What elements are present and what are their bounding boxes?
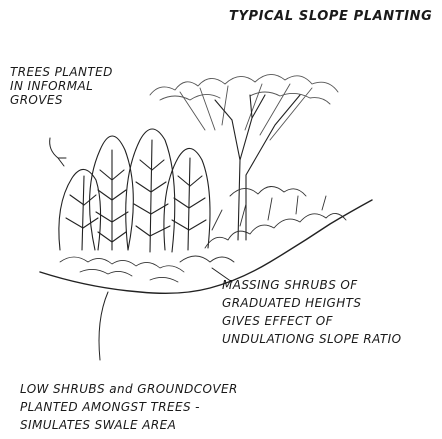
shrubs-label: MASSING SHRUBS OF GRADUATED HEIGHTS GIVE… xyxy=(222,276,401,348)
trees-label-line-1: TREES PLANTED xyxy=(10,65,113,79)
columnar-tree-group xyxy=(59,129,210,252)
groundcover-label-line-1: LOW SHRUBS and GROUNDCOVER xyxy=(20,380,238,398)
trees-label: TREES PLANTED IN INFORMAL GROVES xyxy=(10,65,113,107)
shrubs-label-line-3: GIVES EFFECT OF xyxy=(222,312,401,330)
trees-label-line-2: IN INFORMAL xyxy=(10,79,113,93)
groundcover-band xyxy=(60,257,184,282)
groundcover-label: LOW SHRUBS and GROUNDCOVER PLANTED AMONG… xyxy=(20,380,238,434)
groundcover-label-line-2: PLANTED AMONGST TREES - xyxy=(20,398,238,416)
trees-label-line-3: GROVES xyxy=(10,93,113,107)
deciduous-tree-trunk xyxy=(215,95,300,240)
deciduous-tree-canopy xyxy=(150,74,338,140)
groundcover-label-line-3: SIMULATES SWALE AREA xyxy=(20,416,238,434)
shrubs-label-line-4: UNDULATIONG SLOPE RATIO xyxy=(222,330,401,348)
leader-trees xyxy=(50,138,66,166)
shrubs-label-line-2: GRADUATED HEIGHTS xyxy=(222,294,401,312)
leader-groundcover xyxy=(99,292,108,360)
page-title: TYPICAL SLOPE PLANTING xyxy=(229,10,432,24)
shrubs-label-line-1: MASSING SHRUBS OF xyxy=(222,276,401,294)
